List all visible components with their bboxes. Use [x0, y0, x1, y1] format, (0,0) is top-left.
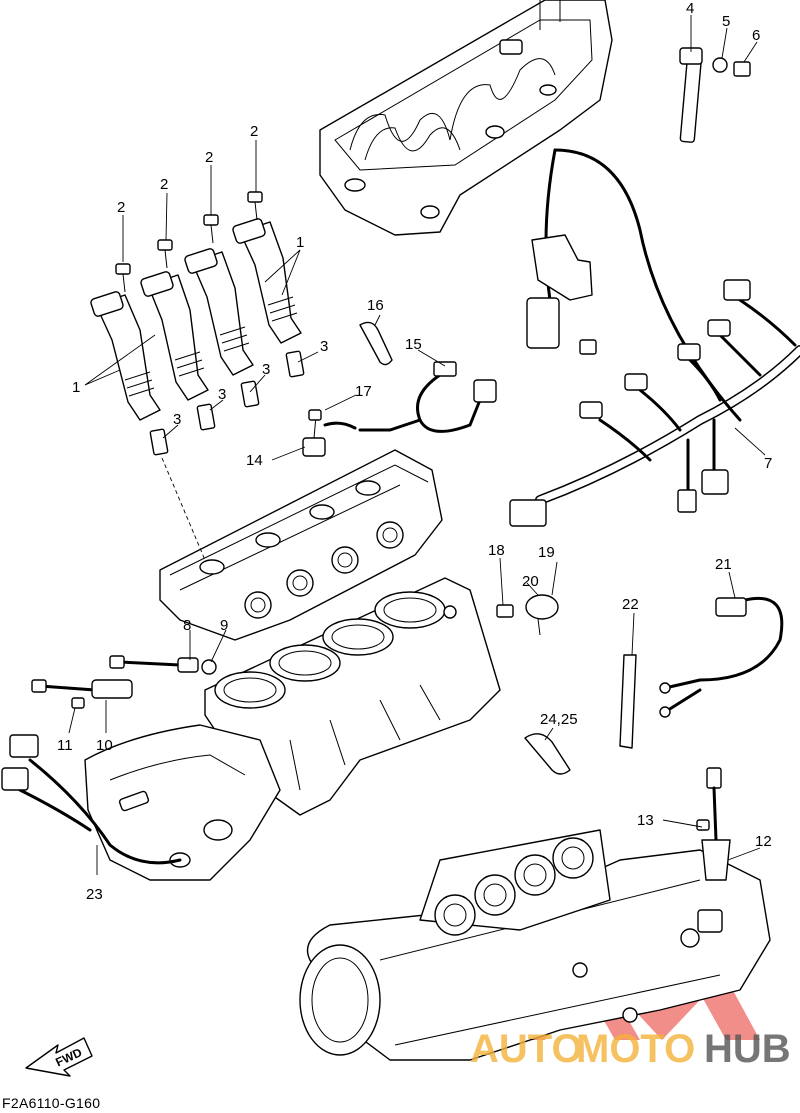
coil-bolts-drawing	[115, 191, 263, 293]
callout-3c: 3	[218, 386, 226, 403]
callout-6: 6	[752, 27, 760, 44]
harness-23-drawing	[1, 734, 182, 865]
callout-1a: 1	[296, 234, 304, 251]
callout-12: 12	[755, 833, 772, 850]
callout-22: 22	[622, 596, 639, 613]
watermark-part1: AUTO	[470, 1027, 583, 1071]
watermark-part2: MOTO	[576, 1027, 695, 1071]
fwd-arrow-icon: FWD	[25, 1037, 93, 1077]
callout-2a: 2	[117, 199, 125, 216]
callout-23: 23	[86, 886, 103, 903]
callout-2c: 2	[205, 149, 213, 166]
valve-cover-drawing	[319, 0, 613, 236]
callout-13: 13	[637, 812, 654, 829]
leader-lines	[68, 15, 766, 875]
callout-3a: 3	[320, 338, 328, 355]
callout-1b: 1	[72, 379, 80, 396]
callout-15: 15	[405, 336, 422, 353]
sensor-20-drawing	[496, 594, 559, 636]
callout-11: 11	[57, 737, 73, 754]
callout-5: 5	[722, 13, 730, 30]
clamp-16-drawing	[359, 321, 393, 366]
wire-harness-drawing	[509, 148, 800, 527]
callout-2d: 2	[250, 123, 258, 140]
callout-2b: 2	[160, 176, 168, 193]
callout-7: 7	[764, 455, 772, 472]
callout-17: 17	[355, 383, 372, 400]
cylinder-head-drawing	[159, 449, 443, 641]
sub-harness-15-drawing	[358, 361, 497, 433]
callout-8: 8	[183, 617, 191, 634]
callout-19: 19	[538, 544, 555, 561]
tie-22-drawing	[619, 654, 637, 749]
spark-plugs-drawing	[149, 350, 305, 561]
callout-9: 9	[220, 617, 228, 634]
callout-14: 14	[246, 452, 263, 469]
callout-24-25: 24,25	[540, 711, 578, 728]
callout-3b: 3	[262, 361, 270, 378]
sensor-14-drawing	[302, 409, 357, 457]
manifold-drawing	[299, 829, 771, 1061]
callout-16: 16	[367, 297, 384, 314]
crankcase-drawing	[84, 724, 281, 881]
callout-10: 10	[96, 737, 113, 754]
sensor-10-drawing	[31, 679, 133, 709]
cylinder-block-drawing	[204, 577, 501, 816]
ignition-coils-drawing	[90, 218, 302, 421]
watermark-part3: HUB	[704, 1027, 791, 1071]
sensor-12-drawing	[696, 767, 731, 881]
sensor-8-drawing	[109, 655, 217, 675]
diagram-code: F2A6110-G160	[2, 1095, 101, 1111]
callout-3d: 3	[173, 411, 181, 428]
callout-labels: 1 1 2 2 2 2 3 3 3 3 4 5 6 7 8 9 10 11 12…	[57, 0, 772, 903]
callout-20: 20	[522, 573, 539, 590]
clamp-24-25-drawing	[524, 733, 571, 775]
callout-21: 21	[715, 556, 732, 573]
lead-21-drawing	[659, 596, 784, 718]
callout-18: 18	[488, 542, 505, 559]
callout-4: 4	[686, 0, 694, 17]
watermark-text: AUTO MOTO HUB	[470, 1027, 791, 1071]
cable-tie-and-bolt-drawing	[679, 47, 751, 143]
